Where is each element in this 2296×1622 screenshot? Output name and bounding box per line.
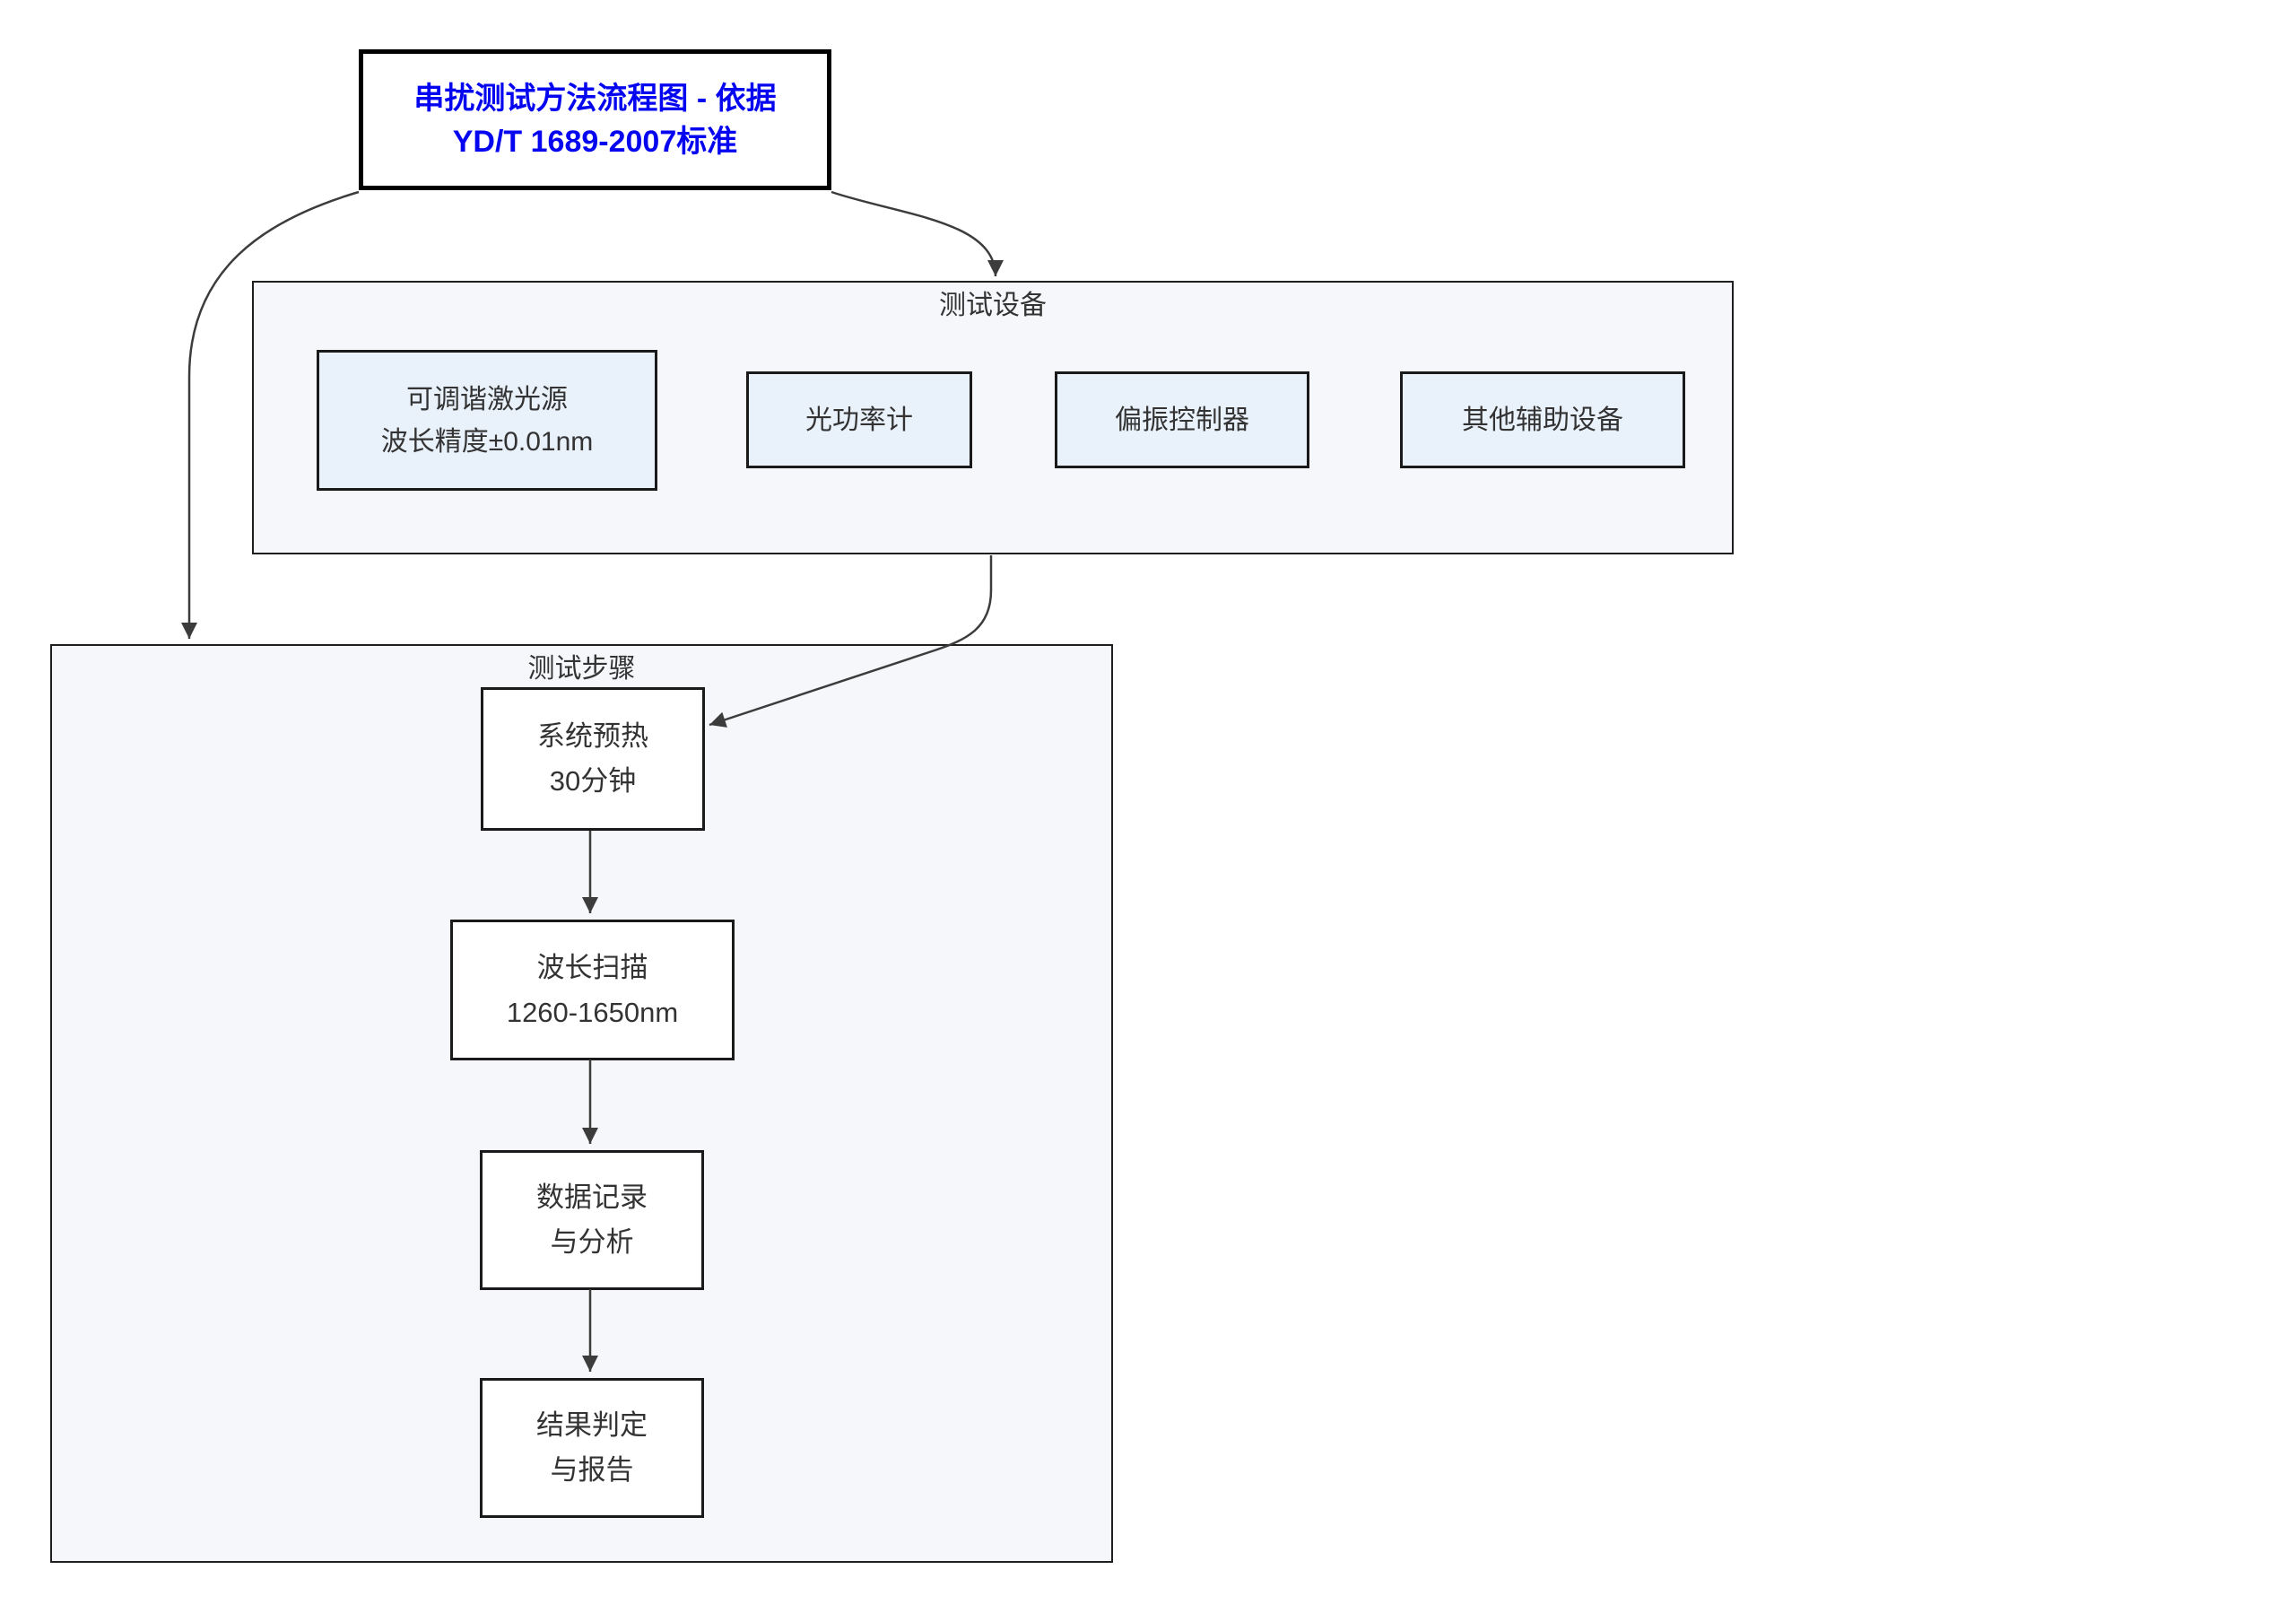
step-warmup-line-2: 30分钟 xyxy=(549,765,637,797)
node-tunable-laser-line-2: 波长精度±0.01nm xyxy=(380,426,594,457)
step-data-record-line-2: 与分析 xyxy=(550,1226,634,1258)
step-warmup: 系统预热 30分钟 xyxy=(481,687,705,831)
step-result-report-line-2: 与报告 xyxy=(550,1454,634,1486)
step-data-record-line-1: 数据记录 xyxy=(536,1182,648,1213)
step-wavelength-scan: 波长扫描 1260-1650nm xyxy=(450,920,735,1060)
node-tunable-laser-line-1: 可调谐激光源 xyxy=(406,384,568,414)
node-polarization-controller: 偏振控制器 xyxy=(1055,371,1309,468)
step-data-record: 数据记录 与分析 xyxy=(480,1150,704,1290)
title-line-1: 串扰测试方法流程图 - 依据 xyxy=(413,81,777,116)
steps-group: 测试步骤 系统预热 30分钟 波长扫描 1260-1650nm 数据记录 与分析… xyxy=(50,644,1113,1563)
step-wavelength-scan-line-1: 波长扫描 xyxy=(536,951,648,983)
node-auxiliary-equipment: 其他辅助设备 xyxy=(1400,371,1685,468)
step-result-report: 结果判定 与报告 xyxy=(480,1378,704,1518)
title-node: 串扰测试方法流程图 - 依据 YD/T 1689-2007标准 xyxy=(359,49,831,190)
step-wavelength-scan-line-2: 1260-1650nm xyxy=(506,996,679,1028)
step-result-report-line-1: 结果判定 xyxy=(536,1409,648,1441)
node-auxiliary-equipment-label: 其他辅助设备 xyxy=(1462,405,1623,435)
edge-title-to-equipment xyxy=(831,190,1004,277)
node-polarization-controller-label: 偏振控制器 xyxy=(1115,405,1249,435)
title-line-2: YD/T 1689-2007标准 xyxy=(452,124,738,159)
equipment-group: 测试设备 可调谐激光源 波长精度±0.01nm 光功率计 偏振控制器 其他辅助设… xyxy=(252,281,1734,554)
step-warmup-line-1: 系统预热 xyxy=(537,720,648,752)
node-power-meter: 光功率计 xyxy=(746,371,972,468)
equipment-group-label: 测试设备 xyxy=(939,291,1047,320)
node-tunable-laser: 可调谐激光源 波长精度±0.01nm xyxy=(317,350,657,491)
node-power-meter-label: 光功率计 xyxy=(805,405,913,435)
steps-group-label: 测试步骤 xyxy=(527,654,636,684)
